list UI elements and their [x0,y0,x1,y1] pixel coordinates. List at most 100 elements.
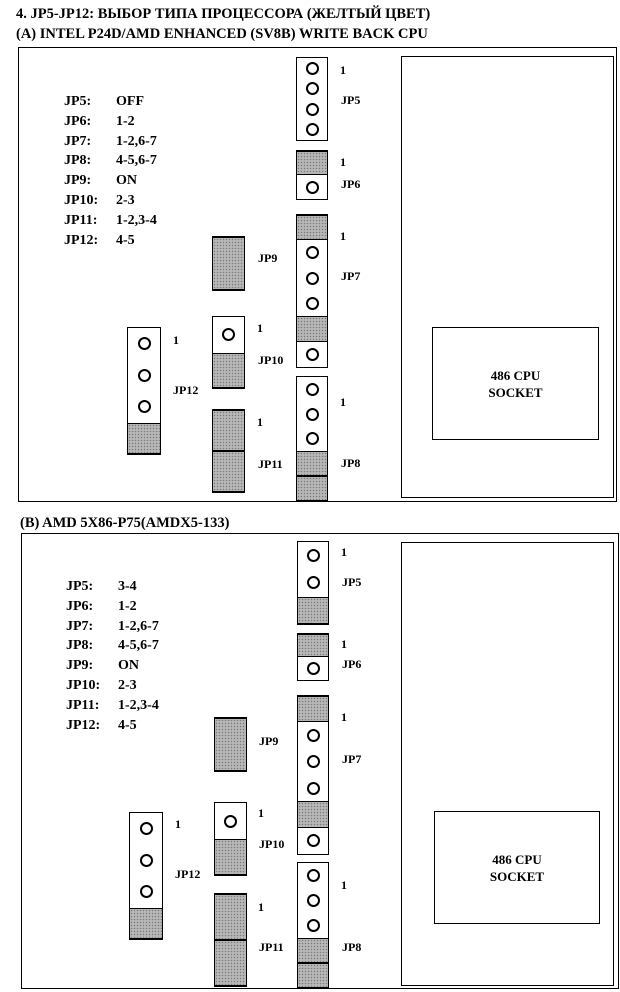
jp8-label: JP8 [342,940,362,954]
pin1-marker: 1 [341,637,347,651]
jumper-jp5 [296,57,328,141]
setting-value: 1-2 [116,113,135,129]
jumper-jp10 [214,802,247,876]
jumper-cap-shaded [128,422,160,454]
pin1-marker: 1 [340,395,346,409]
jumper-jp6 [297,633,329,681]
setting-label: JP7: [66,618,94,634]
pin1-marker: 1 [257,415,263,429]
setting-row-jp9: JP9:ON [64,173,157,193]
setting-value: 1-2,3-4 [118,697,159,713]
jumper-pin-open [128,328,160,360]
jumper-pin-open [297,291,327,316]
jumper-pin-open [215,803,246,839]
setting-value: 4-5 [116,232,135,248]
jp6-label: JP6 [341,177,361,191]
config-b-settings: JP5:3-4 JP6:1-2 JP7:1-2,6-7 JP8:4-5,6-7 … [66,579,159,737]
jumper-cap-shaded [215,718,246,771]
setting-value: 1-2,3-4 [116,212,157,228]
jumper-pin-open [297,402,327,427]
setting-label: JP11: [64,212,98,228]
pin1-marker: 1 [340,229,346,243]
setting-row-jp8: JP8: 4-5,6-7 [64,153,157,173]
setting-label: JP8: [66,638,94,654]
jumper-pin-open [298,863,328,888]
pin1-marker: 1 [340,155,346,169]
jumper-cap-shaded [297,451,327,477]
jumper-pin-open [297,377,327,402]
setting-value: 4-5,6-7 [118,638,159,654]
pin1-marker: 1 [175,817,181,831]
setting-row-jp12: JP12:4-5 [64,233,157,253]
setting-row-jp7: JP7:1-2,6-7 [64,134,157,154]
setting-row-jp12: JP12:4-5 [66,718,159,738]
setting-row-jp5: JP5:3-4 [66,579,159,599]
jumper-pin-open [298,775,328,801]
jumper-jp12 [129,812,163,940]
jp9-label: JP9 [259,734,279,748]
pin1-marker: 1 [340,63,346,77]
setting-row-jp10: JP10:2-3 [66,678,159,698]
setting-value: 4-5 [118,717,137,733]
config-b-socket-area [401,542,614,986]
jumper-cap-shaded [298,596,328,624]
setting-label: JP5: [64,94,92,109]
setting-value: 2-3 [116,192,135,208]
setting-value: 1-2,6-7 [118,618,159,634]
setting-value: ON [118,658,139,674]
setting-label: JP8: [64,153,92,169]
pin1-marker: 1 [258,806,264,820]
jumper-pin-open [130,845,162,877]
jumper-jp7 [296,214,328,368]
jumper-pin-open [298,828,328,854]
setting-label: JP6: [66,598,94,614]
setting-row-jp10: JP10: 2-3 [64,193,157,213]
jumper-jp12 [127,327,161,455]
jumper-cap-shaded [298,634,328,657]
jumper-jp7 [297,695,329,855]
cpu-socket-line1: 486 CPU [490,367,541,383]
jp7-label: JP7 [341,269,361,283]
jumper-cap-shaded [213,451,244,492]
jumper-jp8 [297,862,329,989]
jumper-jp11 [212,409,245,493]
jumper-jp10 [212,316,245,389]
config-b-heading: (B) AMD 5X86-P75(AMDX5-133) [20,515,230,531]
jumper-cap-shaded [215,894,246,940]
setting-row-jp5: JP5:OFF [64,94,157,114]
jumper-cap-shaded [213,352,244,388]
setting-row-jp9: JP9: ON [66,658,159,678]
setting-label: JP9: [66,658,94,674]
config-a-socket-area [401,56,614,498]
jp10-label: JP10 [259,837,285,851]
cpu-socket-line1: 486 CPU [492,851,542,867]
setting-row-jp7: JP7: 1-2,6-7 [66,619,159,639]
setting-row-jp6: JP6:1-2 [66,599,159,619]
cpu-socket-line2: SOCKET [489,868,545,884]
jp7-label: JP7 [342,752,362,766]
jumper-cap-shaded [297,316,327,342]
setting-value: 1-2,6-7 [116,133,157,149]
setting-value: 4-5,6-7 [116,153,157,169]
jumper-pin-open [297,79,327,100]
jumper-cap-shaded [297,151,327,175]
jumper-pin-open [297,342,327,367]
pin1-marker: 1 [258,900,264,914]
cpu-socket-line2: SOCKET [488,384,543,400]
jumper-pin-open [130,876,162,908]
setting-row-jp6: JP6:1-2 [64,114,157,134]
jumper-jp5 [297,541,329,625]
jp6-label: JP6 [342,657,362,671]
jp10-label: JP10 [258,353,284,367]
jumper-cap-shaded [213,237,244,290]
setting-value: 3-4 [118,579,137,594]
jumper-cap-shaded [130,907,162,939]
pin1-marker: 1 [257,321,263,335]
setting-label: JP10: [64,192,99,208]
jumper-pin-open [298,542,328,569]
config-a-settings: JP5:OFF JP6:1-2 JP7:1-2,6-7 JP8:4-5,6-7 … [64,94,157,252]
jumper-pin-open [297,427,327,452]
config-a-heading: (A) INTEL P24D/AMD ENHANCED (SV8B) WRITE… [16,26,428,42]
jumper-cap-shaded [213,410,244,451]
jumper-jp6 [296,150,328,200]
